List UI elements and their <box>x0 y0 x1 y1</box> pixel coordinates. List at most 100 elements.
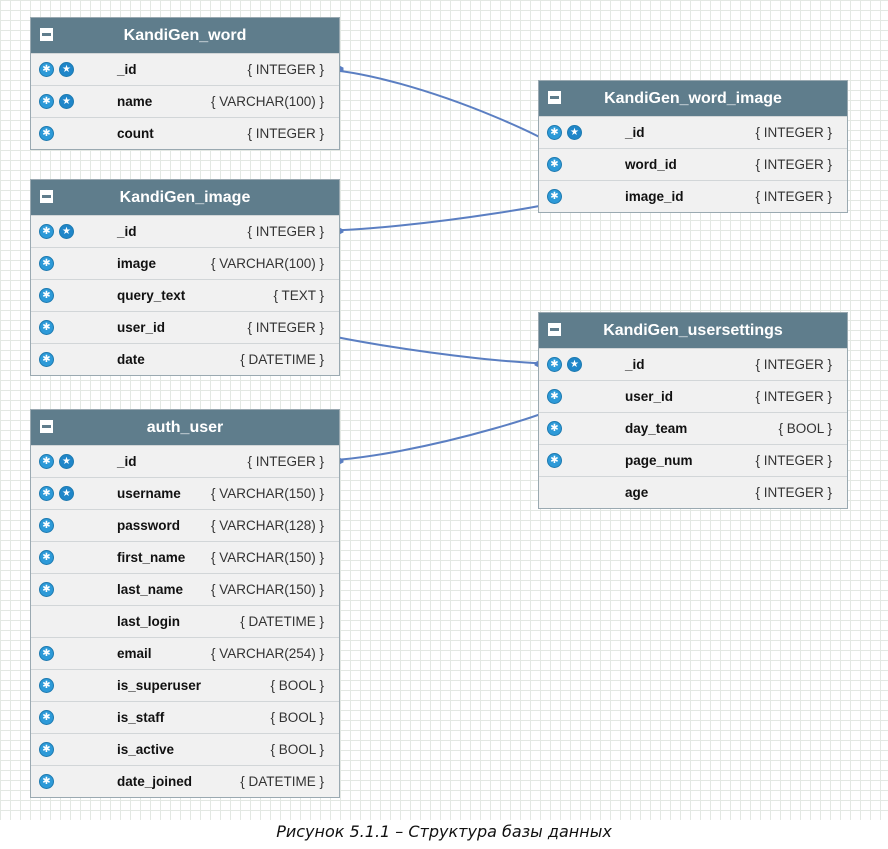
field-row[interactable]: ✱★_id{ INTEGER } <box>31 445 339 477</box>
field-type: { VARCHAR(100) } <box>210 256 324 271</box>
table-kandigen-word-image[interactable]: KandiGen_word_image✱★_id{ INTEGER }✱word… <box>538 80 848 213</box>
field-row[interactable]: ✱email{ VARCHAR(254) } <box>31 637 339 669</box>
field-name: page_num <box>625 453 693 468</box>
field-row[interactable]: ✱ is_active { BOOL } <box>31 733 339 765</box>
field-row[interactable]: ✱★name{ VARCHAR(100) } <box>31 85 339 117</box>
field-icon: ✱ <box>39 710 54 725</box>
field-icon: ✱ <box>39 62 54 77</box>
field-row[interactable]: ✱★_id{ INTEGER } <box>539 348 847 380</box>
field-type: { DATETIME } <box>240 352 324 367</box>
collapse-icon[interactable] <box>548 91 561 104</box>
relation-line[interactable] <box>311 395 576 461</box>
table-header[interactable]: KandiGen_image <box>31 180 339 215</box>
field-type: { VARCHAR(100) } <box>210 94 324 109</box>
field-name: query_text <box>117 288 186 303</box>
relation-line[interactable] <box>311 195 576 231</box>
table-kandigen-usersettings[interactable]: KandiGen_usersettings✱★_id{ INTEGER }✱us… <box>538 312 848 509</box>
key-icon: ★ <box>59 224 74 239</box>
table-auth-user[interactable]: auth_user ✱★_id{ INTEGER }✱★username{ VAR… <box>30 409 340 798</box>
field-type: { INTEGER } <box>755 389 832 404</box>
collapse-icon[interactable] <box>40 28 53 41</box>
field-icon: ✱ <box>39 94 54 109</box>
field-icon: ✱ <box>547 389 562 404</box>
field-row[interactable]: ✱date_joined{ DATETIME } <box>31 765 339 797</box>
field-row[interactable]: ✱ page_num { INTEGER } <box>539 444 847 476</box>
table-title: auth_user <box>146 418 224 436</box>
field-type: { BOOL } <box>778 421 832 436</box>
table-kandigen-image[interactable]: KandiGen_image✱★_id{ INTEGER } ✱ image { VA… <box>30 179 340 376</box>
field-type: { INTEGER } <box>755 453 832 468</box>
field-type: { INTEGER } <box>755 157 832 172</box>
field-icon: ✱ <box>39 288 54 303</box>
field-type: { DATETIME } <box>240 614 324 629</box>
field-row[interactable]: ✱last_name{ VARCHAR(150) } <box>31 573 339 605</box>
field-icon: ✱ <box>547 157 562 172</box>
field-row[interactable]: age{ INTEGER } <box>539 476 847 508</box>
field-row[interactable]: ✱ user_id { INTEGER } <box>539 380 847 412</box>
table-header[interactable]: auth_user <box>31 410 339 445</box>
field-row[interactable]: ✱ date { DATETIME } <box>31 343 339 375</box>
field-name: word_id <box>625 157 677 172</box>
field-row[interactable]: ✱★_id{ INTEGER } <box>539 116 847 148</box>
field-row[interactable]: ✱★_id{ INTEGER } <box>31 53 339 85</box>
table-header[interactable]: KandiGen_usersettings <box>539 313 847 348</box>
field-icon: ✱ <box>547 125 562 140</box>
table-header[interactable]: KandiGen_word_image <box>539 81 847 116</box>
field-icon: ✱ <box>39 126 54 141</box>
field-type: { INTEGER } <box>247 454 324 469</box>
field-type: { VARCHAR(254) } <box>210 646 324 661</box>
field-row[interactable]: ✱image{ VARCHAR(100) } <box>31 247 339 279</box>
field-name: age <box>625 485 649 500</box>
collapse-icon[interactable] <box>548 323 561 336</box>
table-title: KandiGen_word <box>123 26 247 44</box>
field-type: { INTEGER } <box>247 62 324 77</box>
field-type: { VARCHAR(150) } <box>210 550 324 565</box>
field-type: { INTEGER } <box>755 125 832 140</box>
collapse-icon[interactable] <box>40 190 53 203</box>
collapse-icon[interactable] <box>40 420 53 433</box>
field-icon: ✱ <box>39 352 54 367</box>
field-row[interactable]: ✱★_id{ INTEGER } <box>31 215 339 247</box>
field-type: { INTEGER } <box>247 320 324 335</box>
field-row[interactable]: ✱day_team{ BOOL } <box>539 412 847 444</box>
field-row[interactable]: ✱user_id{ INTEGER } <box>31 311 339 343</box>
field-icon: ✱ <box>39 486 54 501</box>
field-name: _id <box>625 357 645 372</box>
field-row[interactable]: ✱query_text{ TEXT } <box>31 279 339 311</box>
field-name: date_joined <box>117 774 193 789</box>
field-name: user_id <box>625 389 674 404</box>
relation-line[interactable] <box>311 69 576 165</box>
field-name: count <box>117 126 154 141</box>
field-type: { BOOL } <box>270 742 324 757</box>
field-row[interactable]: ✱first_name{ VARCHAR(150) } <box>31 541 339 573</box>
field-row[interactable]: last_login { DATETIME } <box>31 605 339 637</box>
field-icon: ✱ <box>39 742 54 757</box>
field-icon: ✱ <box>39 518 54 533</box>
field-type: { BOOL } <box>270 678 324 693</box>
table-header[interactable]: KandiGen_word <box>31 18 339 53</box>
field-icon: ✱ <box>39 550 54 565</box>
key-icon: ★ <box>567 125 582 140</box>
field-row[interactable]: ✱password{ VARCHAR(128) } <box>31 509 339 541</box>
field-row[interactable]: ✱ word_id { INTEGER } <box>539 148 847 180</box>
field-row[interactable]: ✱is_superuser{ BOOL } <box>31 669 339 701</box>
field-type: { INTEGER } <box>247 126 324 141</box>
diagram-canvas: KandiGen_word✱★_id{ INTEGER }✱★name{ VAR… <box>0 0 888 820</box>
field-type: { VARCHAR(150) } <box>210 582 324 597</box>
field-type: { VARCHAR(150) } <box>210 486 324 501</box>
field-icon: ✱ <box>547 453 562 468</box>
field-icon: ✱ <box>547 357 562 372</box>
field-name: image <box>117 256 157 271</box>
field-name: last_login <box>117 614 181 629</box>
field-row[interactable]: ✱is_staff{ BOOL } <box>31 701 339 733</box>
field-row[interactable]: ✱ count { INTEGER } <box>31 117 339 149</box>
field-name: is_active <box>117 742 175 757</box>
table-kandigen-word[interactable]: KandiGen_word✱★_id{ INTEGER }✱★name{ VAR… <box>30 17 340 150</box>
field-type: { BOOL } <box>270 710 324 725</box>
relation-line[interactable] <box>302 326 567 364</box>
field-name: date <box>117 352 145 367</box>
field-row[interactable]: ✱image_id{ INTEGER } <box>539 180 847 212</box>
table-title: KandiGen_usersettings <box>603 321 783 339</box>
key-icon: ★ <box>59 62 74 77</box>
field-row[interactable]: ✱★username{ VARCHAR(150) } <box>31 477 339 509</box>
